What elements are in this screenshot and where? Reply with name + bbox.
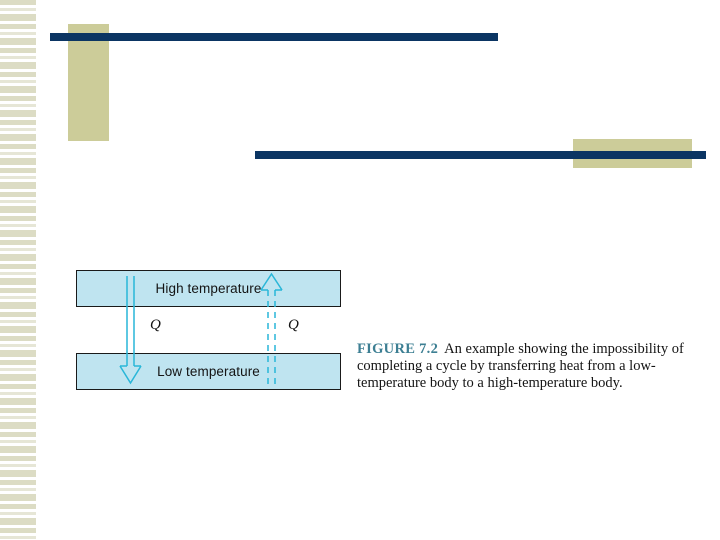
heat-symbol-right: Q <box>288 317 299 333</box>
dashed-up-arrow-icon <box>260 272 283 384</box>
low-temperature-label: Low temperature <box>157 364 260 379</box>
solid-down-arrow-icon <box>119 276 142 385</box>
low-temperature-box: Low temperature <box>76 353 341 390</box>
heat-symbol-left: Q <box>150 317 161 333</box>
heat-transfer-diagram: High temperature Low temperature <box>70 262 350 398</box>
khaki-accent-block-left <box>68 24 109 141</box>
heat-flow-arrows <box>119 272 283 385</box>
high-temperature-label: High temperature <box>155 281 262 296</box>
figure-caption-text: An example showing the impossibility of … <box>357 341 684 392</box>
left-stripe-band <box>0 0 36 540</box>
navy-rule-top <box>50 33 498 41</box>
high-temperature-box: High temperature <box>76 270 341 307</box>
figure-caption-tag: FIGURE 7.2 <box>357 341 439 357</box>
navy-rule-mid <box>255 151 706 159</box>
